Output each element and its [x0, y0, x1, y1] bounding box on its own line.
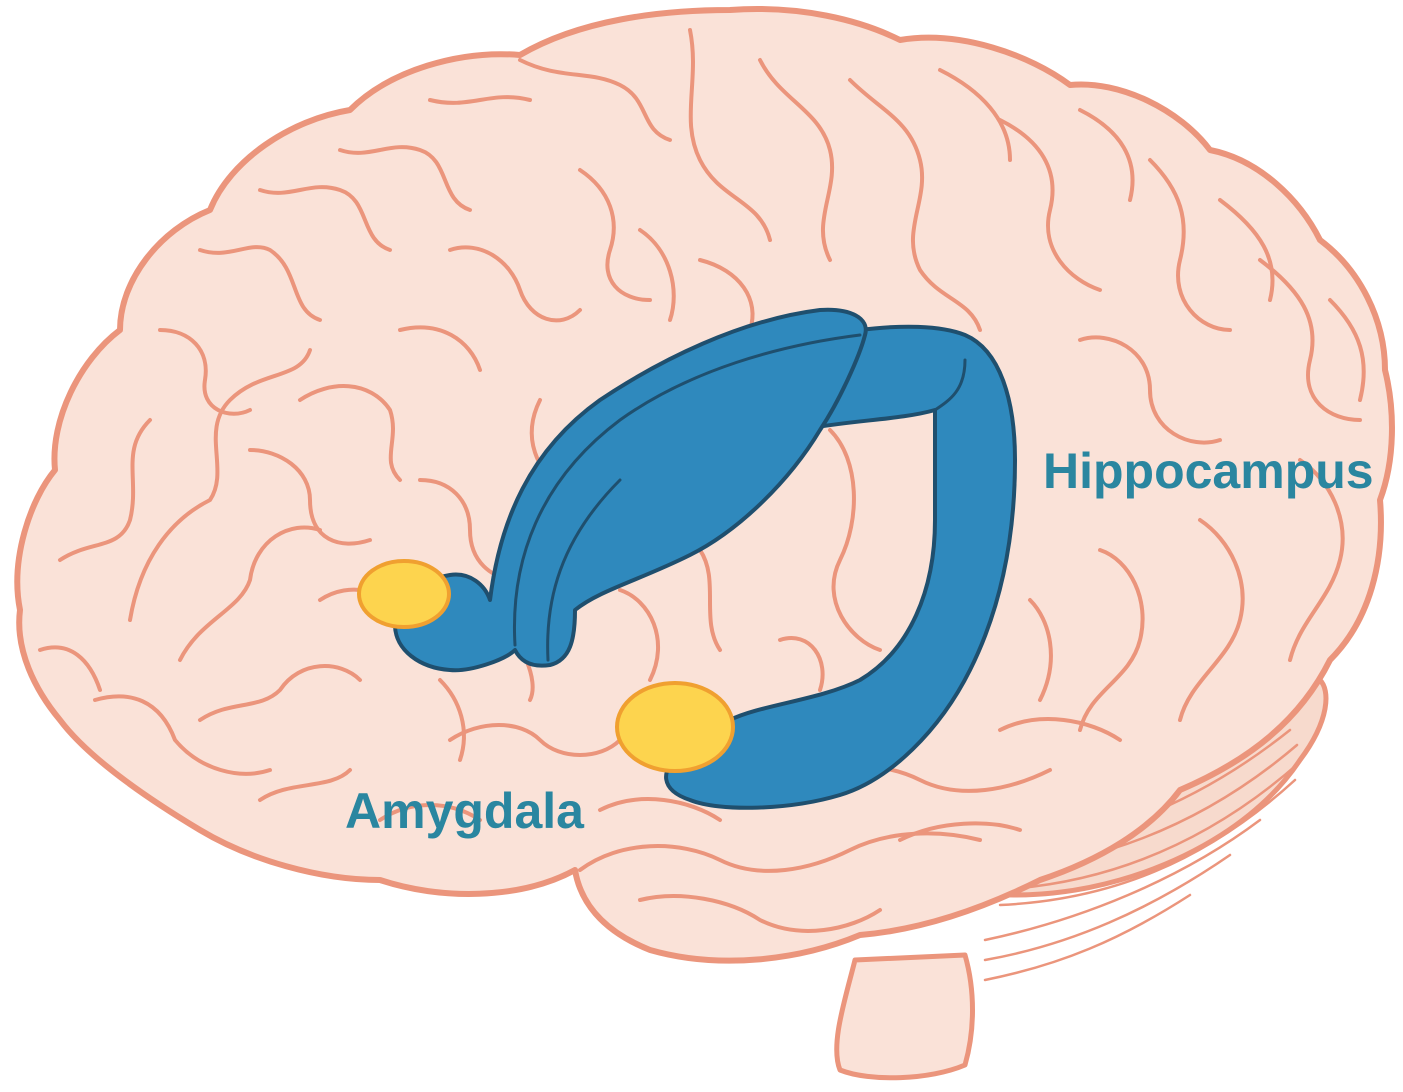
brain-stem — [837, 955, 973, 1078]
amygdala-shape — [359, 561, 449, 627]
hippocampus-label: Hippocampus — [1043, 446, 1374, 496]
amygdala-shape — [617, 683, 733, 771]
amygdala-label: Amygdala — [345, 786, 584, 836]
